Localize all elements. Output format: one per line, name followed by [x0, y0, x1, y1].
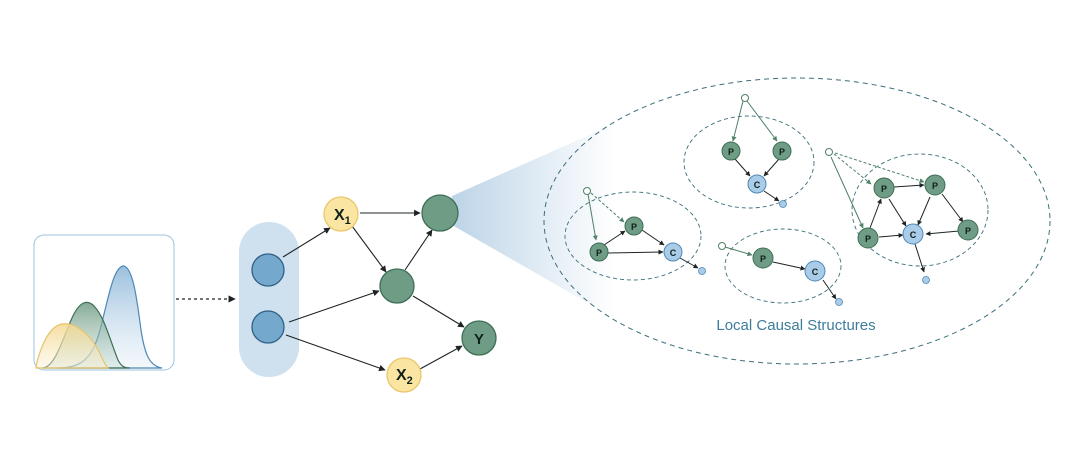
- main-graph-nodes: X1 Y X2: [251, 194, 497, 393]
- x1-subscript: 1: [345, 215, 351, 227]
- parent-label: P: [865, 234, 871, 244]
- child-label: C: [910, 230, 917, 240]
- svg-text:X1: X1: [334, 207, 351, 227]
- parent-label: P: [728, 147, 734, 157]
- input-node-top: [251, 253, 285, 287]
- input-group-pill: [239, 222, 299, 377]
- input-node-bottom: [251, 310, 285, 344]
- x2-label: X: [396, 367, 407, 384]
- yellow-density-curve: [35, 323, 110, 369]
- x1-label: X: [334, 207, 345, 224]
- child-label: C: [754, 180, 761, 190]
- child-label: C: [812, 267, 819, 277]
- local-structures-caption: Local Causal Structures: [716, 317, 875, 334]
- distribution-panel: [33, 234, 175, 371]
- zoom-beam: [452, 124, 614, 318]
- parent-label: P: [760, 254, 766, 264]
- middle-node: [379, 268, 415, 304]
- local-structures-ellipse: [543, 77, 1051, 365]
- x2-node: [386, 357, 422, 393]
- parent-label: P: [596, 248, 602, 258]
- child-label: C: [670, 248, 677, 258]
- parent-label: P: [932, 181, 938, 191]
- main-graph-edges: [282, 209, 465, 372]
- parent-label: P: [631, 222, 637, 232]
- top-right-node: [421, 194, 459, 232]
- svg-text:X2: X2: [396, 367, 413, 387]
- y-label: Y: [474, 331, 484, 348]
- parent-label: P: [779, 147, 785, 157]
- local-structure-left: P P C: [564, 187, 706, 281]
- y-node: [461, 320, 497, 356]
- local-structure-middle: P C: [718, 228, 843, 306]
- parent-label: P: [965, 226, 971, 236]
- x2-subscript: 2: [407, 375, 413, 387]
- local-structure-right: P P P P C: [825, 148, 989, 284]
- x1-node: [323, 196, 359, 232]
- local-structure-top: P P C: [683, 94, 815, 209]
- parent-label: P: [881, 184, 887, 194]
